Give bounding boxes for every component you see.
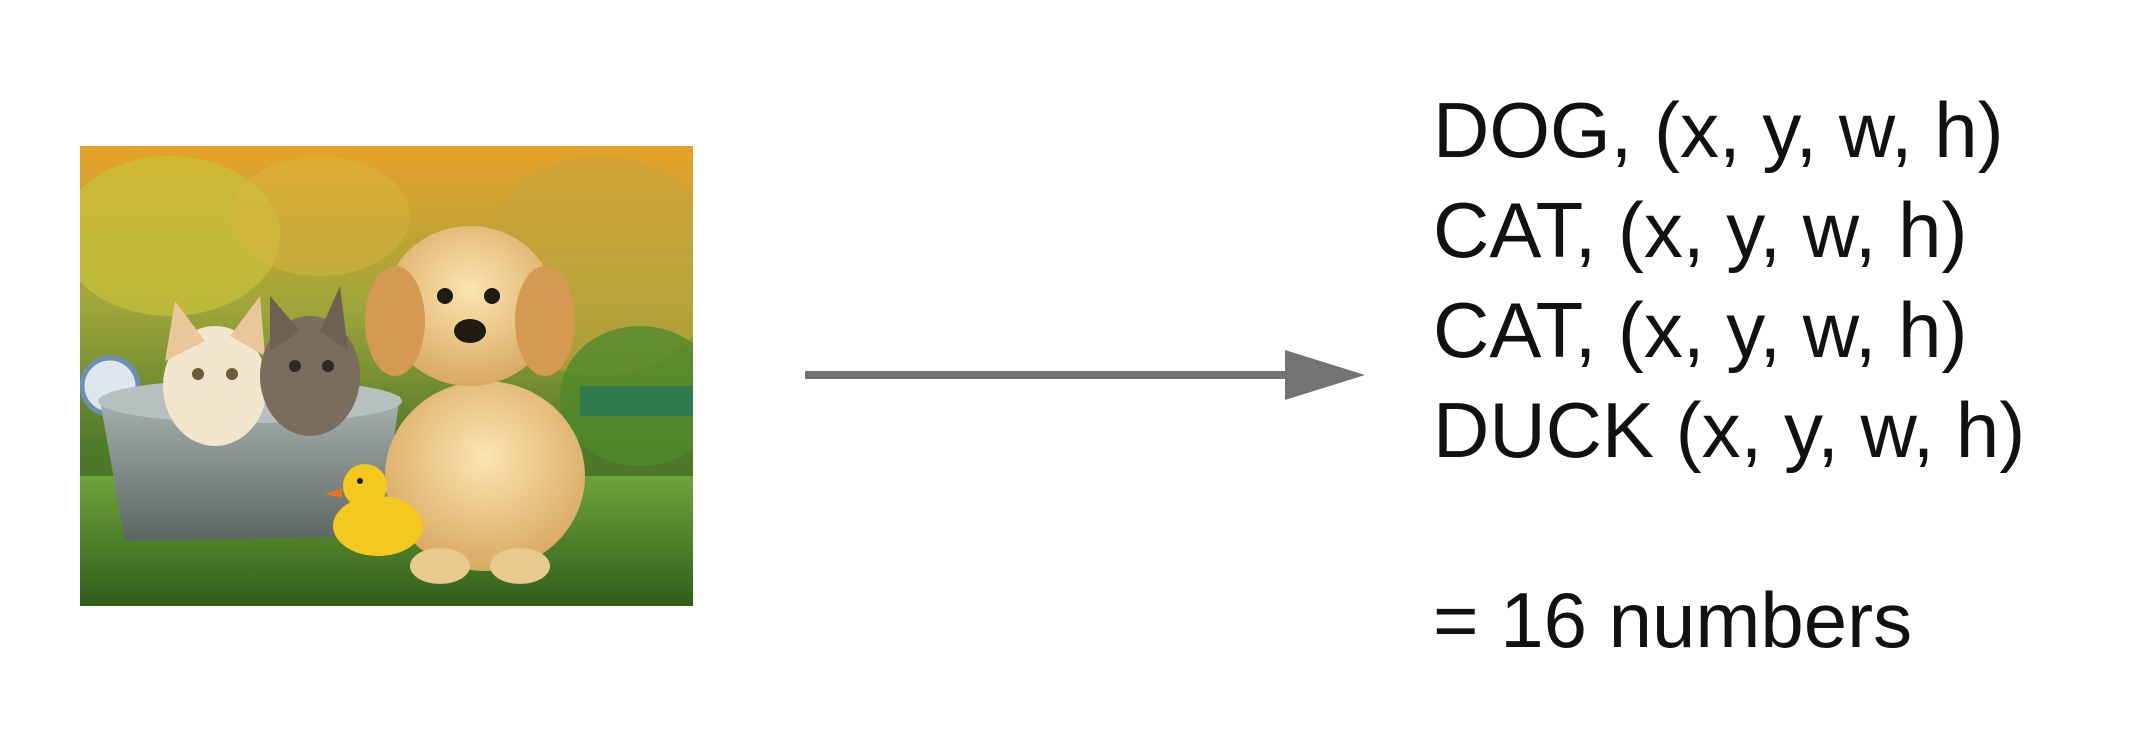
detection-label-cat-1: CAT, (x, y, w, h) (1433, 186, 1968, 274)
detection-list: DOG, (x, y, w, h) CAT, (x, y, w, h) CAT,… (1433, 80, 2133, 480)
summary-text: = 16 numbers (1433, 576, 1913, 664)
right-arrow-icon (805, 350, 1365, 400)
detection-label-dog: DOG, (x, y, w, h) (1433, 86, 2004, 174)
dog-cats-duck-photo (80, 146, 693, 606)
input-photo (80, 146, 693, 606)
detection-label-cat-2: CAT, (x, y, w, h) (1433, 286, 1968, 374)
detection-label-duck: DUCK (x, y, w, h) (1433, 386, 2026, 474)
